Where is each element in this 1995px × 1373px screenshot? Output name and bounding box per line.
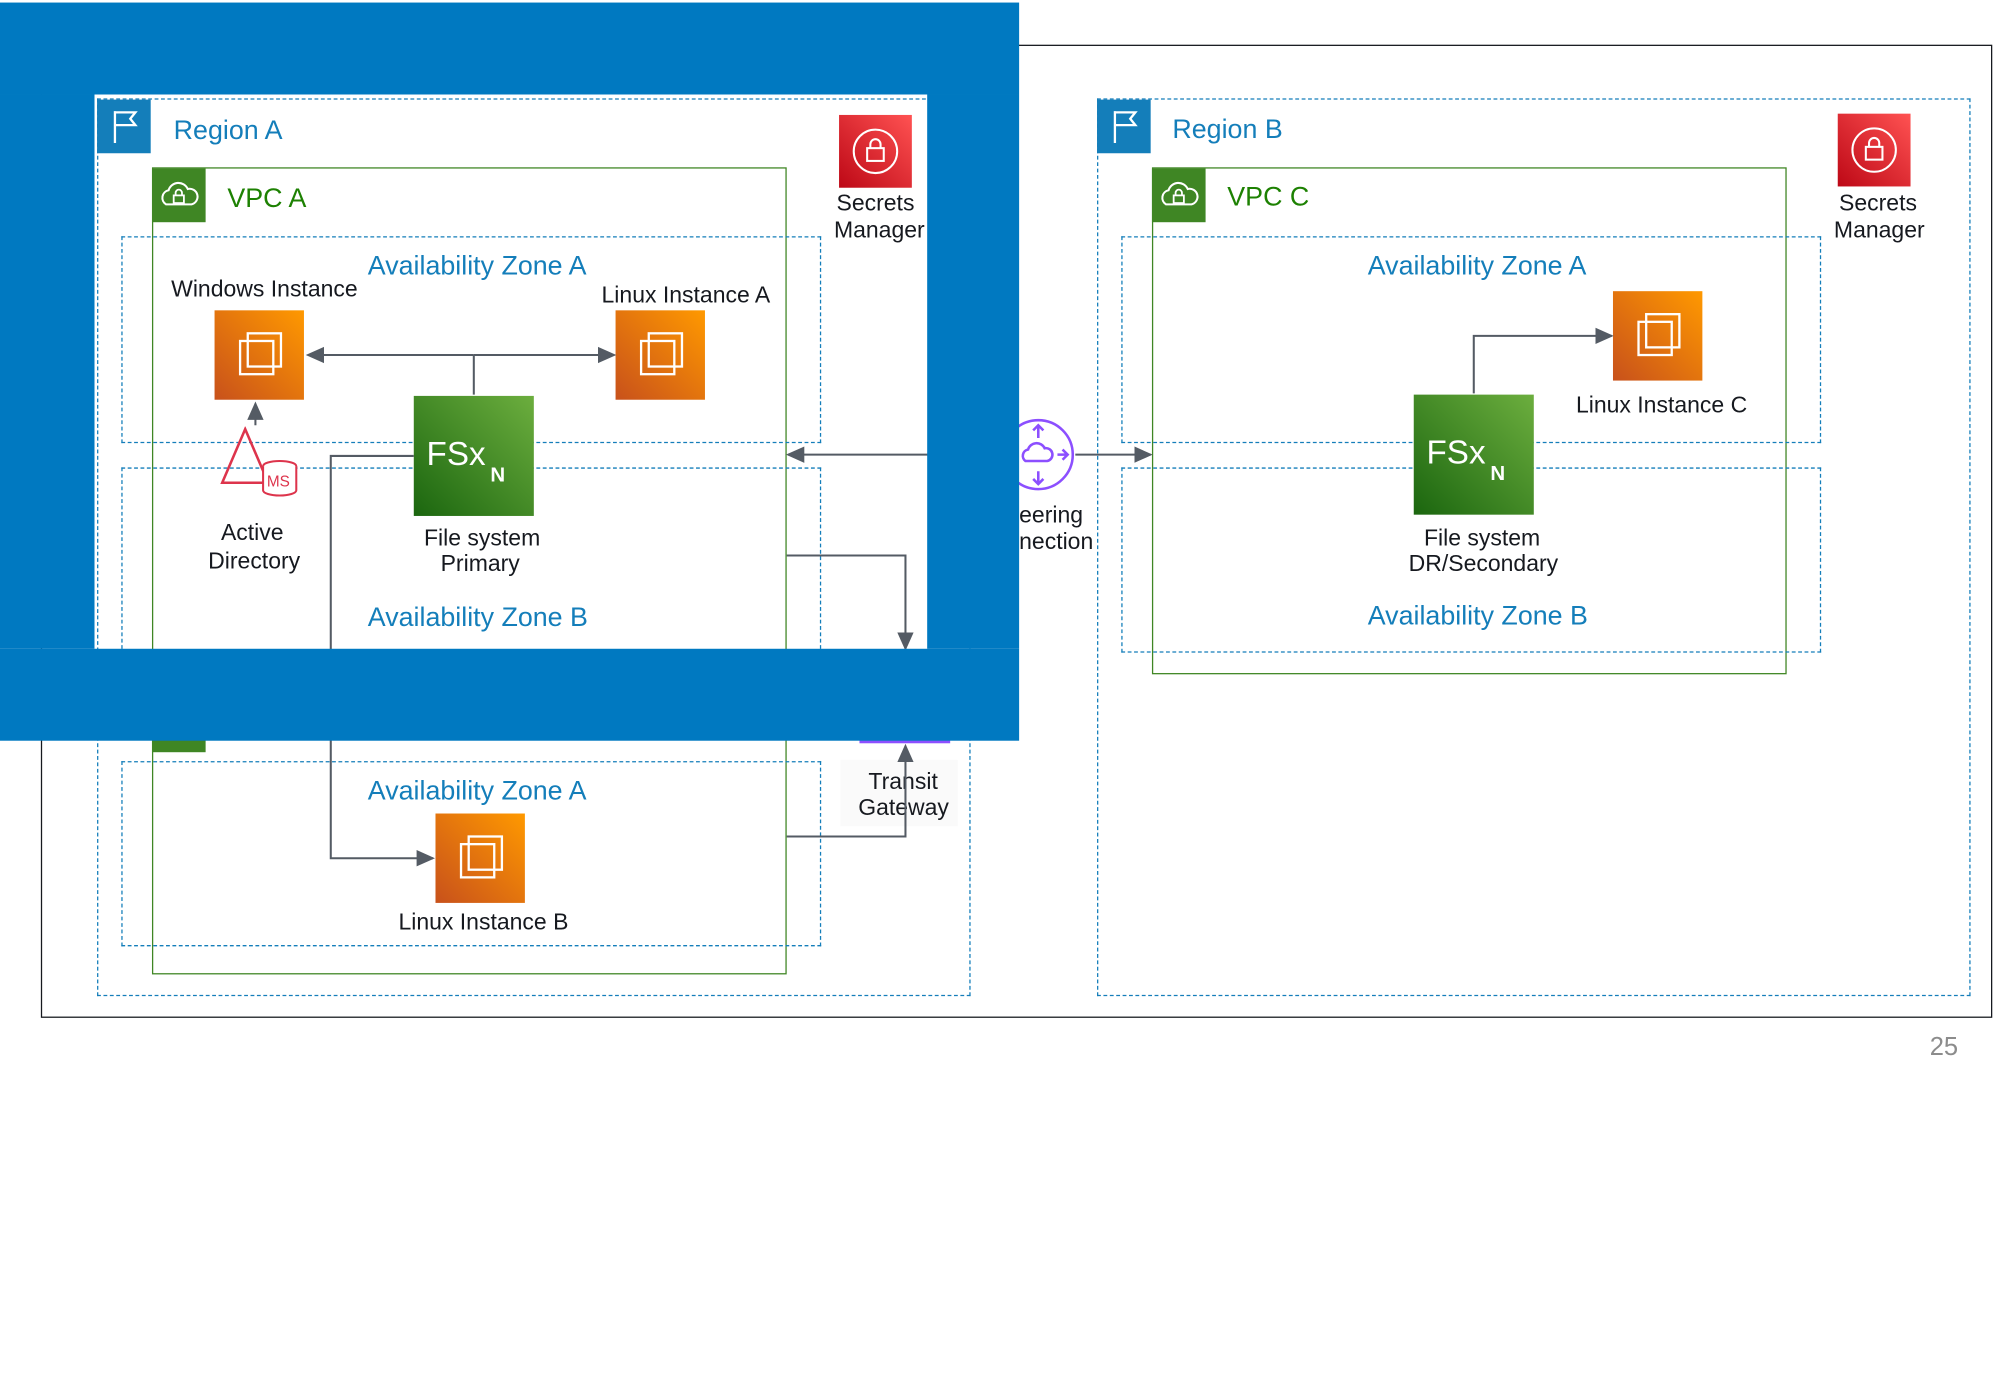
- vpc-a-boundary: [151, 167, 787, 975]
- vpc-c-az-b-label: Availability Zone B: [1367, 601, 1588, 631]
- region-b-title: Region B: [1172, 114, 1283, 145]
- ec2-instance-icon: [435, 813, 525, 903]
- page-number: 25: [1929, 1033, 1959, 1062]
- transit-gateway-label-1: Transit: [868, 768, 938, 795]
- ad-badge-text: MS: [266, 472, 290, 491]
- linux-instance-b-label: Linux Instance B: [398, 909, 569, 935]
- vpc-c-az-a-label: Availability Zone A: [1367, 251, 1587, 281]
- secrets-manager-a-label-1: Secrets: [836, 190, 915, 216]
- fsx-netapp-icon: FSx N: [413, 395, 534, 516]
- fsx-secondary-label-2: DR/Secondary: [1408, 550, 1559, 576]
- vpc-a-az-b-label: Availability Zone B: [367, 602, 588, 633]
- secrets-manager-a-label-2: Manager: [833, 217, 925, 243]
- overlay-frame-bottom: [0, 648, 1020, 741]
- vpc-b-az-a: [121, 761, 822, 947]
- linux-instance-c-label: Linux Instance C: [1575, 392, 1748, 418]
- transit-gateway-label-2: Gateway: [858, 794, 949, 820]
- vpc-c-title: VPC C: [1227, 182, 1310, 212]
- vpc-a-title: VPC A: [227, 183, 307, 214]
- peering-label-2: nection: [1019, 528, 1094, 555]
- ec2-instance-icon: [1612, 291, 1703, 381]
- vpc-c-boundary: [1151, 167, 1787, 675]
- fsx-logo-sub: N: [1490, 463, 1506, 486]
- cloud-lock-icon: [151, 168, 206, 223]
- secrets-manager-b-label-2: Manager: [1833, 217, 1925, 243]
- cloud-lock-icon: [1151, 168, 1206, 223]
- overlay-frame-top: [0, 2, 1020, 95]
- active-directory-label-2: Directory: [208, 547, 301, 574]
- fsx-primary-label-1: File system: [423, 524, 541, 551]
- fsx-secondary-label-1: File system: [1423, 524, 1541, 551]
- flag-icon: [1097, 99, 1151, 154]
- linux-instance-a-label: Linux Instance A: [601, 282, 771, 308]
- secrets-manager-icon: [1837, 113, 1911, 187]
- peering-label-1: eering: [1019, 501, 1084, 528]
- fsx-logo-text: FSx: [426, 434, 486, 473]
- vpc-b-az-a-label: Availability Zone A: [367, 776, 587, 806]
- ec2-instance-icon: [615, 310, 705, 400]
- ec2-instance-icon: [214, 310, 304, 400]
- region-b-boundary: [1097, 98, 1971, 997]
- secrets-manager-icon: [839, 114, 912, 188]
- fsx-logo-sub: N: [490, 464, 506, 487]
- fsx-logo-text: FSx: [1426, 432, 1486, 472]
- active-directory-icon: MS: [220, 425, 302, 499]
- overlay-frame-left: [0, 94, 95, 649]
- fsx-primary-label-2: Primary: [440, 550, 520, 576]
- flag-icon: [97, 99, 151, 154]
- active-directory-label-1: Active: [220, 519, 284, 546]
- windows-instance-label: Windows Instance: [171, 275, 358, 302]
- secrets-manager-b-label-1: Secrets: [1839, 190, 1917, 216]
- region-a-title: Region A: [173, 116, 283, 146]
- vpc-a-az-a-label: Availability Zone A: [367, 251, 587, 281]
- transit-gateway-label-bg: [840, 759, 958, 827]
- overlay-frame-right: [927, 94, 1020, 649]
- fsx-netapp-icon: FSx N: [1413, 394, 1534, 515]
